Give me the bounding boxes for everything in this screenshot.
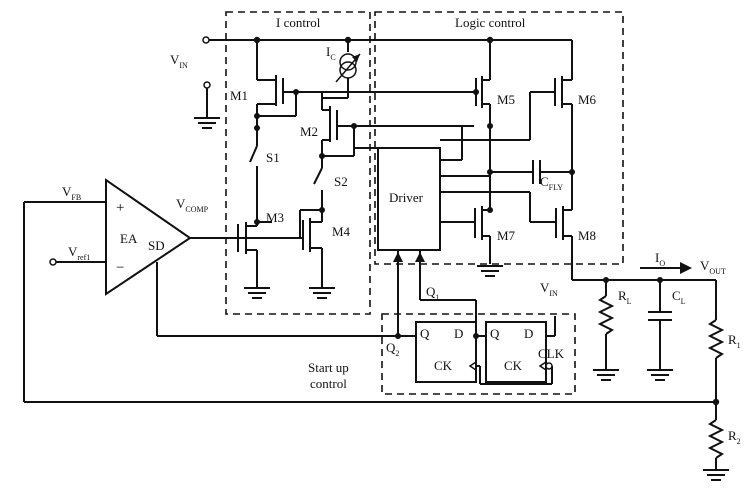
clk-label: CLK (538, 346, 565, 361)
ea-label: EA (120, 231, 138, 246)
cfly-capacitor (487, 142, 575, 210)
m2-label: M2 (300, 124, 318, 139)
startup-control-block (381, 313, 576, 395)
feedback-resistor-r2 (703, 402, 729, 481)
r2-label: R2 (728, 428, 741, 446)
ff1-ck: CK (434, 358, 453, 373)
ff2-q: Q (490, 326, 500, 341)
m6-label: M6 (578, 92, 597, 107)
vin-top-rail (202, 36, 572, 44)
transistor-m4 (238, 207, 325, 288)
rl-label: RL (618, 288, 632, 306)
load-resistor-rl (593, 277, 619, 381)
r1-label: R1 (728, 332, 741, 350)
logic-control-title: Logic control (455, 15, 526, 30)
m4-label: M4 (332, 224, 351, 239)
output-current-arrow (640, 262, 692, 274)
transistor-m6 (440, 40, 573, 142)
startup-wiring (395, 299, 556, 385)
logic-control-block (374, 11, 624, 265)
ground-symbol-m4 (309, 287, 335, 299)
io-label: IO (655, 250, 665, 268)
load-capacitor-cl (647, 277, 673, 381)
i-control-block (225, 11, 371, 315)
s2-label: S2 (334, 174, 348, 189)
transistor-m3 (190, 219, 272, 288)
ic-label: IC (326, 44, 336, 62)
vfb-label: VFB (62, 184, 81, 202)
m7-label: M7 (497, 228, 516, 243)
ground-symbol-left (194, 81, 220, 129)
q1-label: Q1 (426, 284, 439, 302)
transistor-m1 (254, 40, 476, 128)
i-control-title: I control (276, 15, 321, 30)
ff1-q: Q (420, 326, 430, 341)
ground-symbol-m3 (244, 287, 270, 299)
ea-minus: − (116, 260, 124, 276)
ff2-ck: CK (504, 358, 523, 373)
vcomp-label: VCOMP (176, 196, 209, 214)
feedback-resistor-r1 (707, 280, 725, 406)
ff2-d: D (524, 326, 533, 341)
flip-flop-1 (415, 321, 477, 383)
vref-label: Vref1 (68, 244, 90, 262)
transistor-m7 (440, 206, 493, 264)
transistor-m8 (440, 191, 716, 281)
ground-symbol-m7 (477, 265, 503, 277)
cfly-label: CFLY (540, 174, 563, 192)
q2-label: Q2 (386, 340, 399, 358)
switch-s2 (313, 167, 323, 210)
driver-block (353, 126, 490, 336)
flip-flop-2 (485, 321, 547, 383)
cl-label: CL (672, 288, 686, 306)
s1-label: S1 (266, 150, 280, 165)
m5-label: M5 (497, 92, 515, 107)
ea-plus: + (116, 200, 124, 216)
startup-label-line2: control (310, 376, 347, 391)
vin-right-label: VIN (540, 280, 558, 298)
driver-label: Driver (389, 190, 424, 205)
error-amplifier (23, 178, 716, 403)
sd-label: SD (148, 238, 165, 253)
m8-label: M8 (578, 228, 596, 243)
m3-label: M3 (266, 210, 284, 225)
switch-s1 (249, 125, 260, 222)
startup-label-line1: Start up (308, 360, 349, 375)
vin-top-label: VIN (170, 52, 188, 70)
m1-label: M1 (230, 88, 248, 103)
ff1-d: D (454, 326, 463, 341)
vout-label: VOUT (700, 258, 726, 276)
transistor-m5 (473, 40, 493, 210)
